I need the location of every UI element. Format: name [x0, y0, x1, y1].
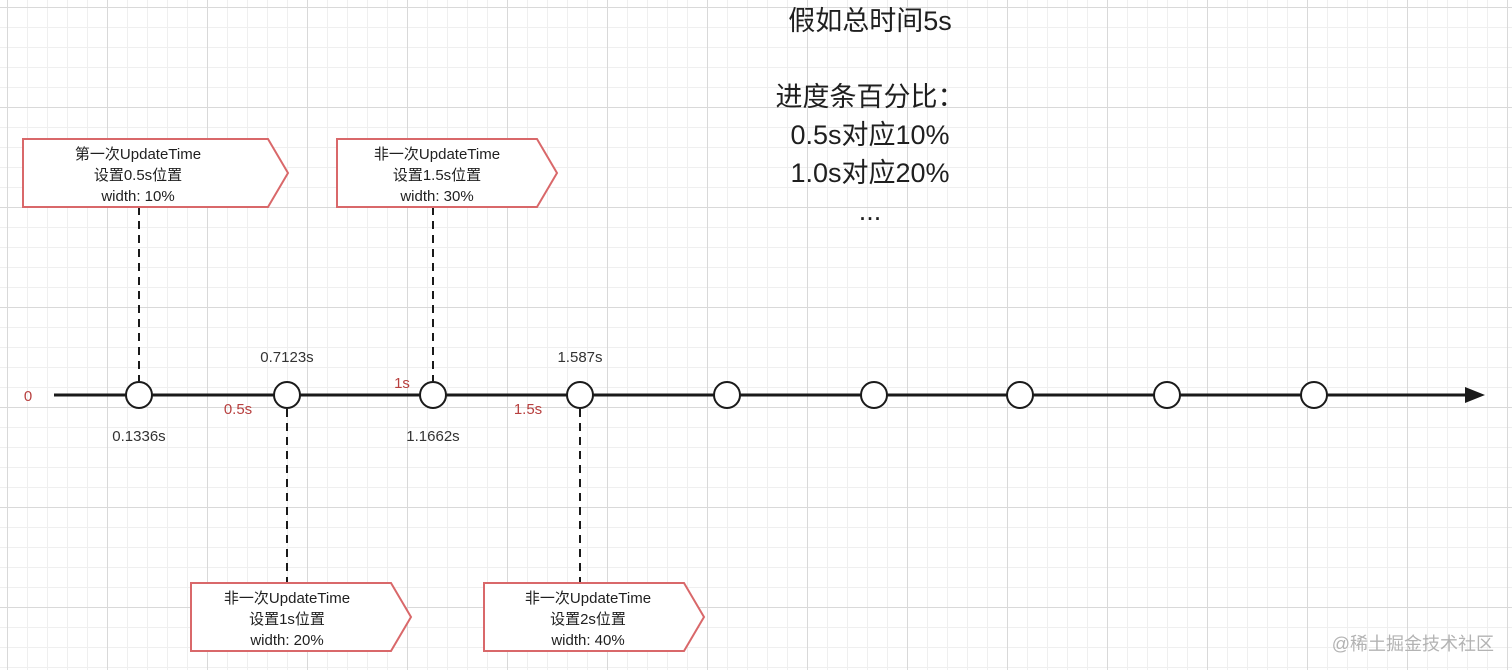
callout-4-line-1: 非一次UpdateTime [525, 590, 651, 607]
node-time-label-2: 0.7123s [260, 349, 313, 366]
callout-3-line-3: width: 20% [249, 632, 323, 649]
callout-3-line-1: 非一次UpdateTime [224, 590, 350, 607]
timeline-node-1 [125, 381, 153, 409]
mark-label-0-5s: 0.5s [224, 401, 252, 418]
callout-1-line-3: width: 10% [100, 188, 174, 205]
timeline-node-8 [1153, 381, 1181, 409]
origin-label: 0 [24, 388, 32, 405]
callout-1-line-2: 设置0.5s位置 [94, 167, 182, 184]
node-time-label-1: 0.1336s [112, 428, 165, 445]
watermark: @稀土掘金技术社区 [1331, 634, 1494, 654]
callout-3-line-2: 设置1s位置 [249, 611, 325, 628]
timeline-node-7 [1006, 381, 1034, 409]
timeline-node-2 [273, 381, 301, 409]
callout-4-line-3: width: 40% [550, 632, 624, 649]
timeline-node-5 [713, 381, 741, 409]
callout-1-line-1: 第一次UpdateTime [75, 145, 201, 163]
mark-label-1-5s: 1.5s [514, 401, 542, 418]
timeline-node-6 [860, 381, 888, 409]
total-time-title: 假如总时间5s [788, 6, 952, 36]
progress-heading: 进度条百分比： [775, 82, 965, 112]
notes-block: 假如总时间5s 进度条百分比： 0.5s对应10% 1.0s对应20% ... [740, 2, 1000, 230]
node-time-label-4: 1.587s [557, 349, 602, 366]
timeline-node-9 [1300, 381, 1328, 409]
timeline-node-3 [419, 381, 447, 409]
callout-update-1s: 非一次UpdateTime 设置1s位置 width: 20% [190, 582, 413, 652]
progress-line-1: 0.5s对应10% [790, 120, 950, 150]
progress-line-2: 1.0s对应20% [790, 158, 950, 188]
callout-update-2s: 非一次UpdateTime 设置2s位置 width: 40% [483, 582, 706, 652]
timeline-node-4 [566, 381, 594, 409]
node-time-label-3: 1.1662s [406, 428, 459, 445]
callout-first-update: 第一次UpdateTime 设置0.5s位置 width: 10% [22, 138, 290, 208]
axis-arrowhead [1465, 387, 1485, 403]
callout-4-line-2: 设置2s位置 [550, 611, 626, 628]
callout-2-line-2: 设置1.5s位置 [393, 167, 481, 184]
callout-2-line-1: 非一次UpdateTime [374, 146, 500, 163]
mark-label-1s: 1s [394, 375, 410, 392]
callout-2-line-3: width: 30% [399, 188, 473, 205]
progress-line-3: ... [858, 196, 882, 226]
callout-update-1-5s: 非一次UpdateTime 设置1.5s位置 width: 30% [336, 138, 559, 208]
